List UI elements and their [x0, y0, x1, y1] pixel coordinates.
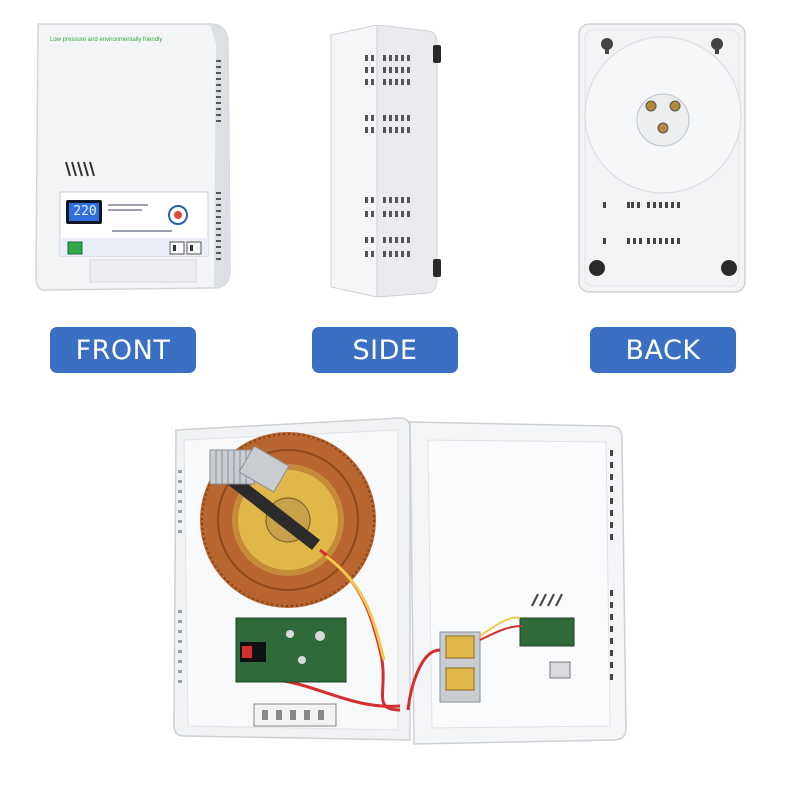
back-label: BACK [590, 327, 736, 373]
side-view-image [330, 25, 441, 298]
interior-view-image [173, 417, 627, 745]
lcd-readout: 220 [73, 204, 97, 219]
front-view-image [35, 23, 231, 291]
back-view-image [578, 23, 746, 293]
front-tagline: Low pressure and environmentally friendl… [50, 37, 163, 43]
front-label: FRONT [50, 327, 196, 373]
side-label: SIDE [312, 327, 458, 373]
